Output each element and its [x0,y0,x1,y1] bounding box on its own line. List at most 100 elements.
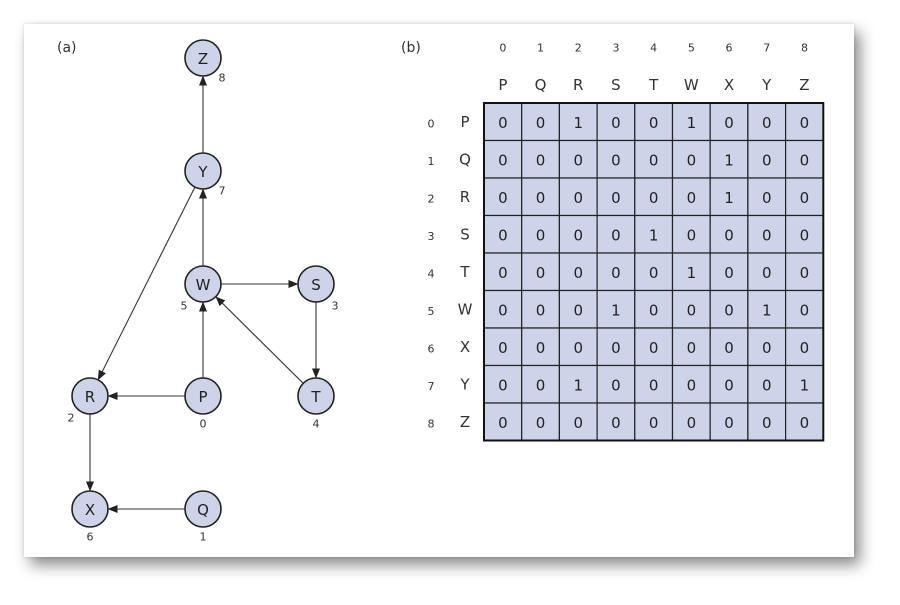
column-index: 1 [537,42,544,55]
row-index: 0 [428,117,435,130]
matrix-cell [596,214,636,254]
matrix-cell [709,177,749,217]
matrix-cell-value: 0 [498,339,508,357]
node-label: Q [197,501,209,519]
node-label: X [85,501,95,519]
column-header: R [573,76,583,94]
column-header: P [498,76,507,94]
matrix-cell-value: 0 [800,301,810,319]
matrix-cell-value: 0 [649,264,659,282]
row-index: 7 [428,380,435,393]
matrix-cell-value: 0 [611,226,621,244]
matrix-cell-value: 0 [649,414,659,432]
column-header: Q [535,76,547,94]
matrix-cell [596,327,636,367]
panel-b-label: (b) [401,40,421,56]
matrix-cell-value: 1 [687,114,697,132]
matrix-cell [671,289,711,329]
matrix-cell-value: 0 [536,301,546,319]
matrix-cell-value: 0 [724,264,734,282]
matrix-cell-value: 0 [687,151,697,169]
matrix-cell-value: 0 [536,339,546,357]
matrix-cell [596,289,636,329]
matrix-cell-value: 0 [800,264,810,282]
row-index: 6 [428,342,435,355]
matrix-cell-value: 0 [573,226,583,244]
matrix-cell-value: 0 [762,151,772,169]
matrix-cell-value: 0 [649,114,659,132]
matrix-cell-value: 0 [611,414,621,432]
matrix-cell-value: 0 [724,376,734,394]
matrix-cell-value: 0 [800,189,810,207]
matrix-cell-value: 0 [762,264,772,282]
matrix-cell-value: 0 [536,226,546,244]
matrix-cell [747,214,787,254]
node-label: W [196,276,211,294]
matrix-border [483,102,825,442]
row-header: Y [459,375,470,393]
matrix-cell-value: 0 [800,114,810,132]
node-circle [184,377,222,415]
matrix-cell-value: 0 [800,339,810,357]
row-header: W [458,300,473,318]
node-circle [71,377,109,415]
node-w: W5 [181,265,222,313]
matrix-cell-value: 0 [649,189,659,207]
matrix-cell-value: 0 [498,189,508,207]
node-index: 5 [181,300,188,313]
matrix-cell-value: 0 [498,414,508,432]
matrix-cell [784,177,824,217]
matrix-cell [634,289,674,329]
row-header: Z [460,413,470,431]
row-header: S [460,225,470,243]
matrix-cell [747,102,787,142]
row-index: 4 [428,267,435,280]
matrix-cell-value: 0 [611,151,621,169]
column-header: W [684,76,699,94]
matrix-cell-value: 0 [687,339,697,357]
matrix-cell-value: 0 [498,151,508,169]
matrix-cell-value: 0 [800,414,810,432]
node-circle [184,152,222,190]
matrix-cell [558,289,598,329]
matrix-cell-value: 0 [649,339,659,357]
row-index: 5 [428,305,435,318]
matrix-cell [671,402,711,442]
matrix-cell [558,139,598,179]
node-p: P0 [184,377,222,431]
matrix-cell-value: 0 [687,301,697,319]
node-r: R2 [68,377,109,425]
matrix-cell-value: 1 [724,189,734,207]
node-z: Z8 [184,39,226,85]
matrix-cell-value: 0 [611,376,621,394]
row-index: 2 [428,192,435,205]
matrix-cell-value: 0 [536,264,546,282]
matrix-cell [671,139,711,179]
matrix-cell-value: 0 [498,376,508,394]
matrix-cell-value: 0 [611,114,621,132]
matrix-cell-value: 0 [724,301,734,319]
column-header: T [648,76,659,94]
node-t: T4 [297,377,335,431]
matrix-cell-value: 0 [611,264,621,282]
matrix-cell-value: 0 [687,226,697,244]
column-header: X [724,76,734,94]
node-index: 0 [200,418,207,431]
matrix-cell-value: 0 [687,189,697,207]
row-index: 1 [428,155,435,168]
matrix-cell-value: 0 [762,114,772,132]
matrix-cell-value: 0 [573,151,583,169]
row-header: T [459,263,470,281]
node-index: 3 [332,300,339,313]
matrix-cell [521,289,561,329]
matrix-cell-value: 0 [762,226,772,244]
node-label: T [310,388,321,406]
matrix-cell [784,139,824,179]
matrix-cell-value: 1 [611,301,621,319]
matrix-cell [521,252,561,292]
matrix-cell-value: 0 [573,339,583,357]
matrix-cell-value: 0 [498,264,508,282]
matrix-cell [784,102,824,142]
